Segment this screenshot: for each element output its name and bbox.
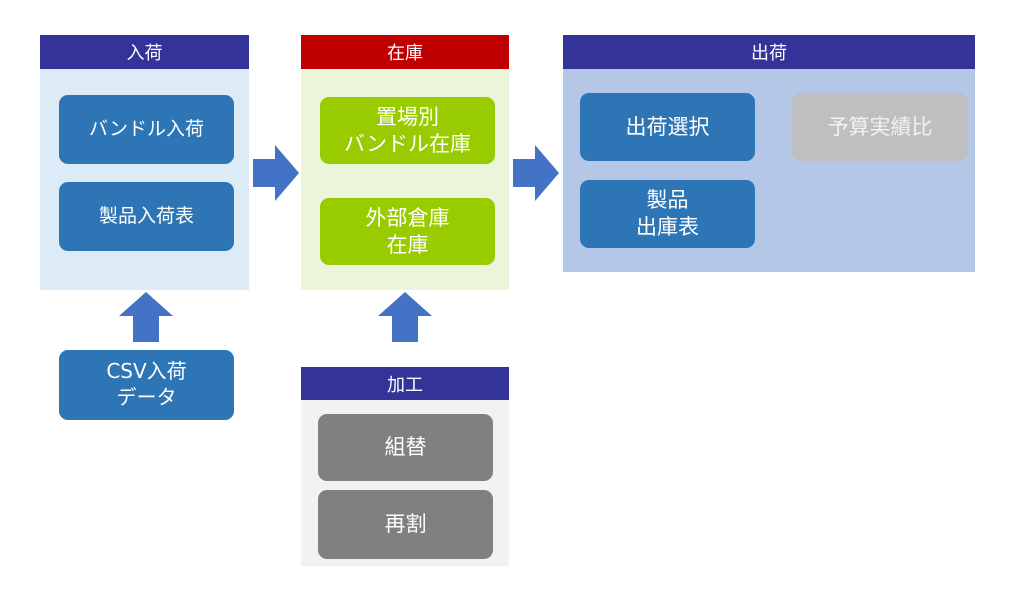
external-warehouse-inventory-button[interactable]: 外部倉庫 在庫 [320,198,495,265]
shipping-panel: 出荷 出荷選択 製品 出庫表 予算実績比 [563,35,975,272]
budget-vs-actual-button: 予算実績比 [792,93,968,161]
arrow-up-icon [378,292,432,342]
processing-panel: 加工 組替 再割 [301,367,509,566]
inventory-panel: 在庫 置場別 バンドル在庫 外部倉庫 在庫 [301,35,509,290]
bundle-inventory-by-location-button[interactable]: 置場別 バンドル在庫 [320,97,495,164]
arrow-right-icon [253,145,299,201]
receiving-panel: 入荷 バンドル入荷 製品入荷表 [40,35,249,290]
arrow-right-icon [513,145,559,201]
inventory-header: 在庫 [301,35,509,69]
resplit-button[interactable]: 再割 [318,490,493,559]
shipping-header: 出荷 [563,35,975,69]
shipping-selection-button[interactable]: 出荷選択 [580,93,755,161]
receiving-header: 入荷 [40,35,249,69]
product-shipping-table-button[interactable]: 製品 出庫表 [580,180,755,248]
csv-receiving-data-button[interactable]: CSV入荷 データ [59,350,234,420]
reassembly-button[interactable]: 組替 [318,414,493,481]
product-receiving-table-button[interactable]: 製品入荷表 [59,182,234,251]
bundle-receiving-button[interactable]: バンドル入荷 [59,95,234,164]
processing-header: 加工 [301,367,509,400]
arrow-up-icon [119,292,173,342]
